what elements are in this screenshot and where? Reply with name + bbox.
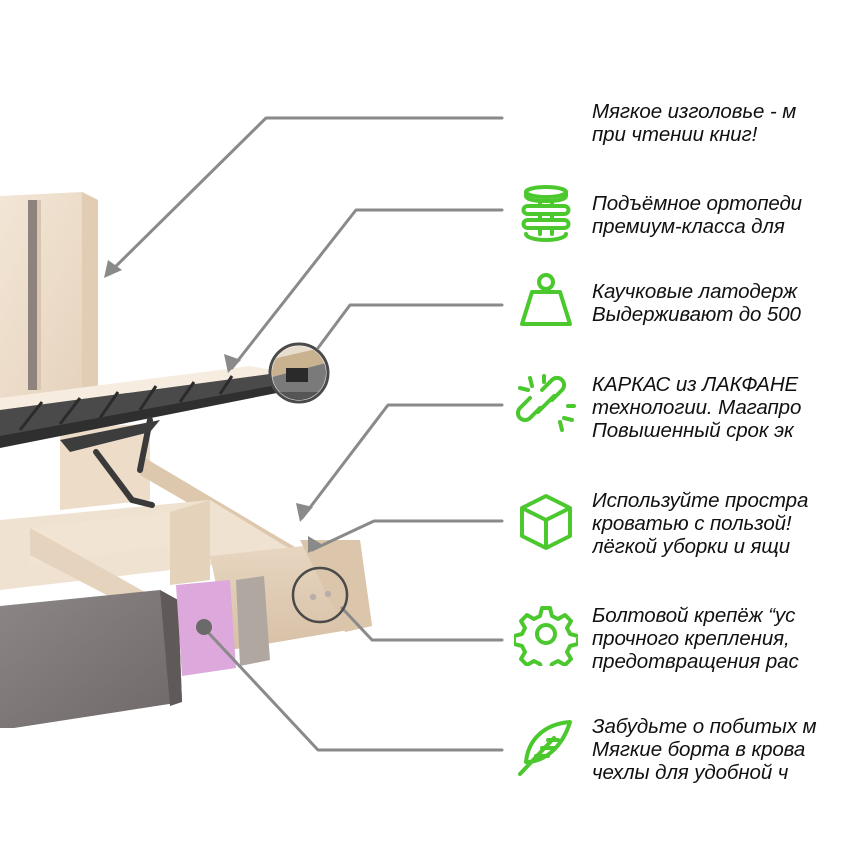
box-icon <box>520 494 572 550</box>
leader-frame <box>300 403 504 520</box>
soft-side-panels <box>0 576 270 728</box>
arrowheads <box>104 260 323 553</box>
leader-storage <box>310 519 504 552</box>
gear-icon <box>514 606 578 666</box>
latex-holder-lens <box>268 342 330 404</box>
leader-headboard <box>106 116 504 276</box>
headboard <box>0 192 98 400</box>
leader-lines <box>106 116 504 752</box>
leader-bolt <box>340 606 504 642</box>
bolt-callout-circle <box>291 566 349 624</box>
broken-chain-icon <box>515 374 576 432</box>
leader-soft <box>202 626 504 752</box>
orthopedic-base <box>0 366 282 508</box>
leader-latex <box>316 303 504 350</box>
leader-base <box>230 208 504 370</box>
feather-icon <box>518 720 572 776</box>
spring-stack-icon <box>521 185 571 242</box>
soft-panel-dot <box>196 619 212 635</box>
weight-icon <box>520 273 572 326</box>
